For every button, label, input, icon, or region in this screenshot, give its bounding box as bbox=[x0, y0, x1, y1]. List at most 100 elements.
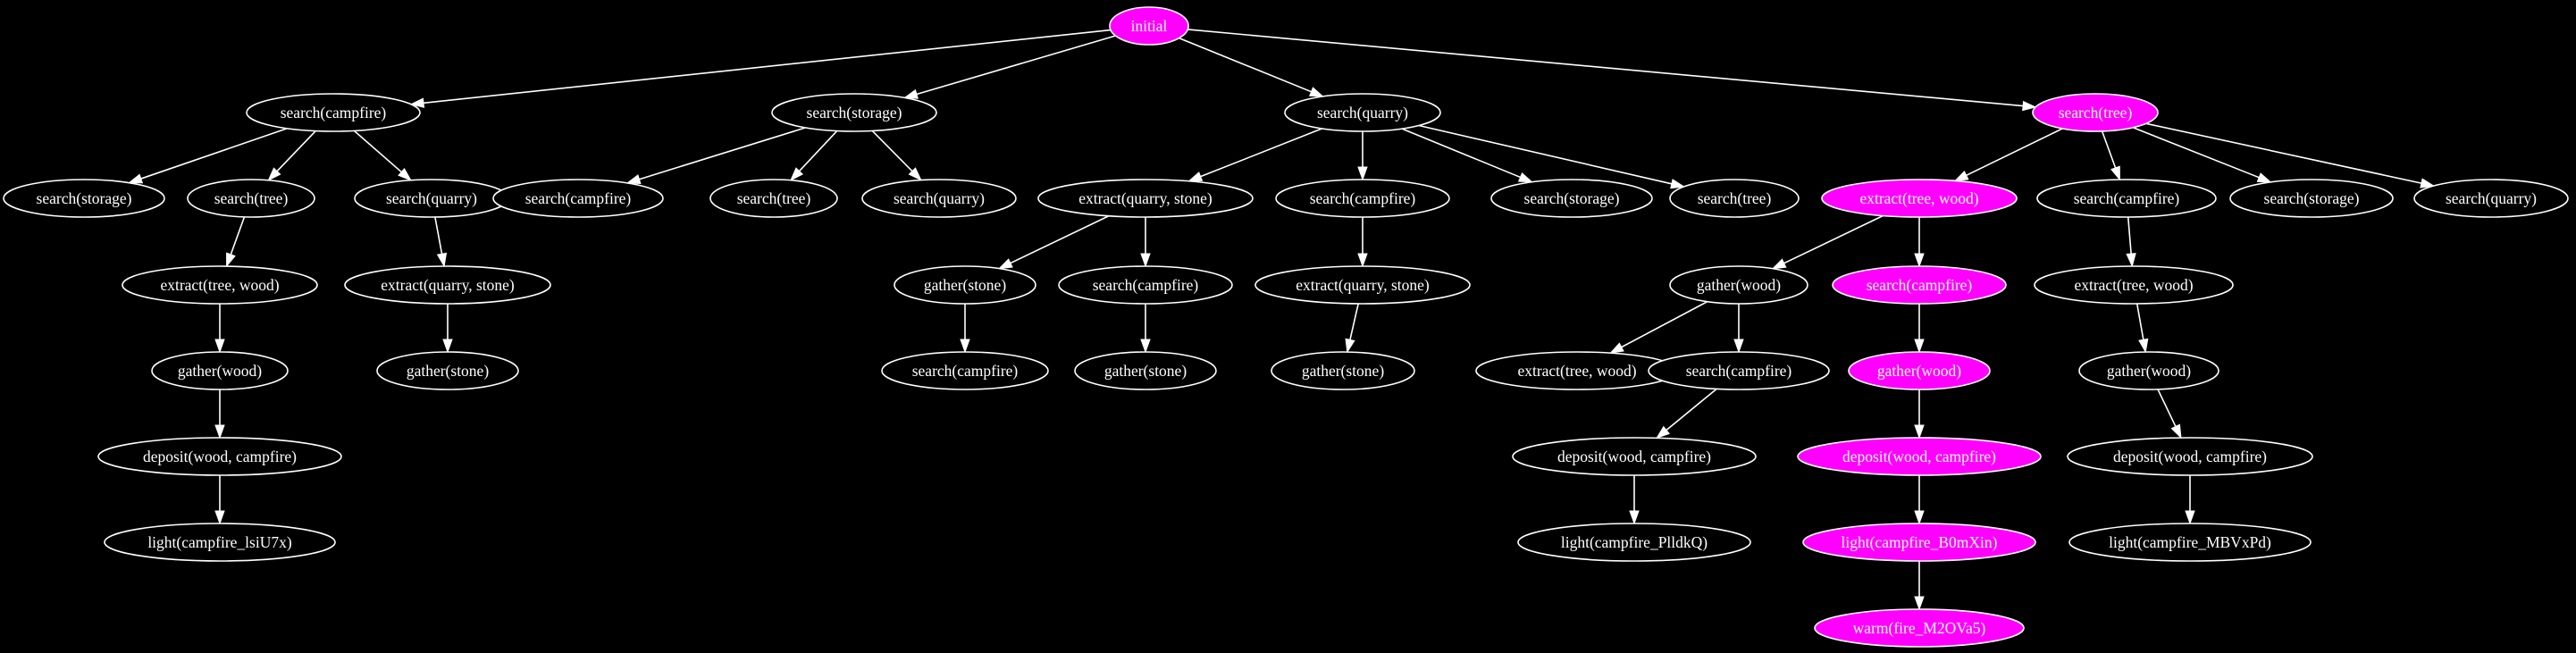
edge-line bbox=[1349, 303, 1359, 340]
node-label: search(campfire) bbox=[1310, 189, 1416, 207]
arrowhead-icon bbox=[1656, 425, 1670, 440]
node-label: deposit(wood, campfire) bbox=[1842, 448, 1996, 465]
edge-line bbox=[1666, 388, 1717, 431]
nodes-layer: initial search(campfire) search(storage) se… bbox=[3, 6, 2569, 648]
edge-n10-n11 bbox=[214, 475, 225, 525]
edge-line bbox=[639, 127, 806, 180]
node-ellipse bbox=[1275, 179, 1450, 218]
arrowhead-icon bbox=[1140, 253, 1151, 268]
node-ellipse bbox=[1284, 93, 1441, 132]
arrowhead-icon bbox=[1629, 510, 1640, 525]
node-ellipse bbox=[1058, 265, 1233, 305]
node-n27: extract(tree, wood) bbox=[1821, 179, 2018, 218]
edge-n2-n15 bbox=[789, 130, 838, 181]
node-ellipse bbox=[771, 93, 937, 132]
arrowhead-icon bbox=[1187, 172, 1204, 182]
edge-n35-n36 bbox=[1629, 475, 1640, 525]
arrowhead-icon bbox=[1357, 166, 1368, 181]
arrowhead-icon bbox=[1771, 258, 1787, 270]
arrowhead-icon bbox=[789, 167, 804, 181]
arrowhead-icon bbox=[1609, 342, 1624, 354]
arrowhead-icon bbox=[625, 174, 642, 185]
node-n30: search(quarry) bbox=[2413, 179, 2569, 218]
edge-n17-n21 bbox=[997, 215, 1110, 270]
arrowhead-icon bbox=[2126, 253, 2136, 268]
node-label: search(tree) bbox=[214, 189, 289, 207]
node-ellipse bbox=[246, 93, 421, 132]
node-n32: search(campfire) bbox=[1832, 265, 2007, 305]
arrowhead-icon bbox=[2256, 172, 2272, 183]
node-ellipse-highlighted bbox=[1832, 265, 2007, 305]
node-n33: extract(tree, wood) bbox=[1475, 351, 1679, 390]
node-ellipse bbox=[2413, 179, 2569, 218]
arrowhead-icon bbox=[1308, 87, 1324, 97]
arrowhead-icon bbox=[398, 167, 412, 181]
node-ellipse-highlighted bbox=[1821, 179, 2018, 218]
arrowhead-icon bbox=[2138, 338, 2149, 354]
node-ellipse bbox=[344, 265, 551, 305]
arrowhead-icon bbox=[214, 424, 225, 440]
edge-line bbox=[798, 130, 838, 172]
node-n28: search(campfire) bbox=[2036, 179, 2217, 218]
edge-line bbox=[2145, 122, 2422, 184]
edge-n23-n24 bbox=[1140, 304, 1151, 354]
edge-n25-n26 bbox=[1345, 303, 1359, 354]
node-label: search(tree) bbox=[2059, 104, 2133, 121]
node-label: gather(wood) bbox=[2107, 362, 2191, 380]
node-label: search(storage) bbox=[37, 189, 132, 207]
edge-n4-n29 bbox=[2132, 127, 2272, 183]
node-label: search(tree) bbox=[1698, 189, 1772, 207]
node-n41: extract(tree, wood) bbox=[2034, 265, 2234, 305]
arrowhead-icon bbox=[1517, 172, 1533, 183]
edge-n1-n6 bbox=[267, 130, 316, 181]
node-n31: gather(wood) bbox=[1669, 265, 1808, 305]
edge-line bbox=[2101, 130, 2117, 169]
node-ellipse-highlighted bbox=[1848, 351, 1991, 390]
edge-n9-n10 bbox=[214, 389, 225, 440]
node-n14: search(campfire) bbox=[492, 179, 664, 218]
node-ellipse bbox=[1037, 179, 1254, 218]
node-n4: search(tree) bbox=[2032, 93, 2159, 132]
edge-n21-n22 bbox=[960, 304, 970, 354]
edge-n31-n34 bbox=[1733, 304, 1744, 354]
edge-line bbox=[140, 128, 288, 180]
node-n35: deposit(wood, campfire) bbox=[1512, 437, 1757, 476]
node-label: initial bbox=[1131, 17, 1168, 35]
edge-line bbox=[916, 35, 1116, 96]
arrowhead-icon bbox=[1914, 596, 1925, 611]
node-ellipse bbox=[151, 351, 289, 390]
node-n44: light(campfire_MBVxPd) bbox=[2068, 523, 2312, 562]
node-label: extract(quarry, stone) bbox=[381, 276, 515, 294]
edge-n27-n31 bbox=[1771, 214, 1884, 270]
arrowhead-icon bbox=[2185, 510, 2195, 525]
node-n26: gather(stone) bbox=[1271, 351, 1415, 390]
node-n15: search(tree) bbox=[709, 179, 838, 218]
edge-line bbox=[1187, 29, 2024, 107]
arrowhead-icon bbox=[1914, 424, 1925, 440]
edge-line bbox=[353, 130, 402, 173]
edge-line bbox=[1418, 124, 1673, 185]
edge-line bbox=[1010, 215, 1110, 264]
node-ellipse bbox=[2078, 351, 2219, 390]
edge-n27-n32 bbox=[1914, 217, 1925, 268]
node-n13: gather(stone) bbox=[376, 351, 519, 390]
node-n42: gather(wood) bbox=[2078, 351, 2219, 390]
arrowhead-icon bbox=[2170, 423, 2182, 440]
node-label: search(campfire) bbox=[525, 189, 632, 207]
node-n7: search(quarry) bbox=[354, 179, 509, 218]
edge-n43-n44 bbox=[2185, 475, 2195, 525]
node-n6: search(tree) bbox=[187, 179, 315, 218]
edge-n0-n1 bbox=[409, 29, 1112, 108]
node-label: search(quarry) bbox=[894, 189, 985, 207]
arrowhead-icon bbox=[908, 167, 922, 181]
node-label: search(campfire) bbox=[1686, 362, 1792, 380]
node-ellipse bbox=[1669, 179, 1800, 218]
node-n8: extract(tree, wood) bbox=[122, 265, 318, 305]
edge-n4-n27 bbox=[1953, 128, 2063, 182]
node-n12: extract(quarry, stone) bbox=[344, 265, 551, 305]
edge-n37-n38 bbox=[1914, 389, 1925, 440]
node-n43: deposit(wood, campfire) bbox=[2067, 437, 2313, 476]
node-label: deposit(wood, campfire) bbox=[1557, 448, 1711, 465]
node-ellipse-highlighted bbox=[1797, 437, 2042, 476]
